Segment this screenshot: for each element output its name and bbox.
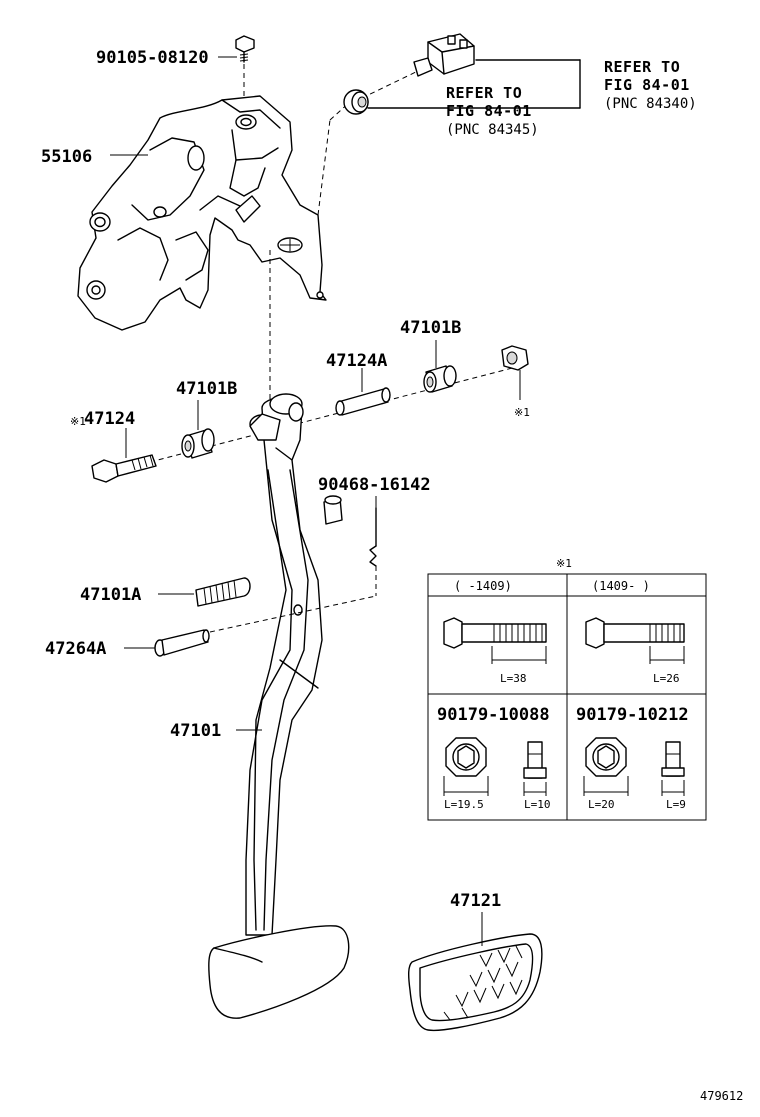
top-bolt — [235, 35, 255, 100]
pedal-arm — [245, 393, 343, 936]
table-nut1-part[interactable]: 90179-10088 — [437, 705, 550, 725]
stopper-ref-line3: (PNC 84345) — [446, 122, 539, 138]
label-bushing-left[interactable]: 47101B — [176, 379, 237, 399]
dash-stopper-link — [329, 99, 353, 121]
label-spring[interactable]: 47101A — [80, 585, 141, 605]
bushing-right — [423, 365, 457, 393]
dash-bracket-stopper — [317, 119, 331, 216]
spec-table: ※1 ( -1409) (1409- ) L=38 L=26 — [427, 557, 707, 821]
label-bolt-mark: ※1 — [70, 415, 86, 428]
table-nut1-height: L=10 — [524, 798, 551, 811]
table-nut-1-top — [443, 737, 489, 796]
label-pedal-pad[interactable]: 47121 — [450, 891, 501, 911]
table-nut-1-side — [523, 741, 547, 796]
dash-stopper-switch — [361, 69, 421, 99]
dash-pin-clip — [209, 595, 377, 633]
pedal-bracket — [77, 95, 327, 331]
pedal-pad — [407, 933, 543, 1032]
label-nut-mark: ※1 — [514, 406, 530, 419]
stop-lamp-switch — [413, 33, 475, 77]
switch-ref-line1: REFER TO — [604, 58, 680, 76]
label-bracket[interactable]: 55106 — [41, 147, 92, 167]
label-clip[interactable]: 90468-16142 — [318, 475, 431, 495]
table-nut-2-top — [583, 737, 629, 796]
return-spring — [195, 577, 251, 607]
table-nut1-dia: L=19.5 — [444, 798, 484, 811]
table-nut-2-side — [661, 741, 685, 796]
label-collar[interactable]: 47124A — [326, 351, 387, 371]
switch-ref-line3: (PNC 84340) — [604, 96, 697, 112]
pivot-bolt — [91, 454, 157, 483]
pin — [154, 629, 210, 657]
pivot-nut — [501, 345, 529, 371]
table-nut2-dia: L=20 — [588, 798, 615, 811]
table-bolt-2 — [585, 617, 685, 664]
label-pedal-arm[interactable]: 47101 — [170, 721, 221, 741]
switch-ref-line2: FIG 84-01 — [604, 76, 690, 94]
bushing-left — [181, 428, 215, 459]
stopper-ref-line2: FIG 84-01 — [446, 102, 532, 120]
figure-id: 479612 — [700, 1089, 743, 1103]
table-bolt2-length: L=26 — [653, 672, 680, 685]
label-bushing-right[interactable]: 47101B — [400, 318, 461, 338]
clip — [369, 507, 377, 596]
pedal-pad-mounted — [208, 925, 350, 1019]
table-mark: ※1 — [556, 557, 572, 570]
label-top-bolt[interactable]: 90105-08120 — [96, 48, 209, 68]
table-nut2-part[interactable]: 90179-10212 — [576, 705, 689, 725]
stopper-ref-line1: REFER TO — [446, 84, 522, 102]
table-bolt-1 — [443, 617, 547, 664]
table-bolt1-length: L=38 — [500, 672, 527, 685]
collar — [335, 387, 391, 416]
table-nut2-height: L=9 — [666, 798, 686, 811]
label-pin[interactable]: 47264A — [45, 639, 106, 659]
label-pivot-bolt[interactable]: 47124 — [84, 409, 135, 429]
table-col2-header: (1409- ) — [592, 579, 650, 593]
pedal-stopper — [343, 89, 369, 115]
table-col1-header: ( -1409) — [454, 579, 512, 593]
